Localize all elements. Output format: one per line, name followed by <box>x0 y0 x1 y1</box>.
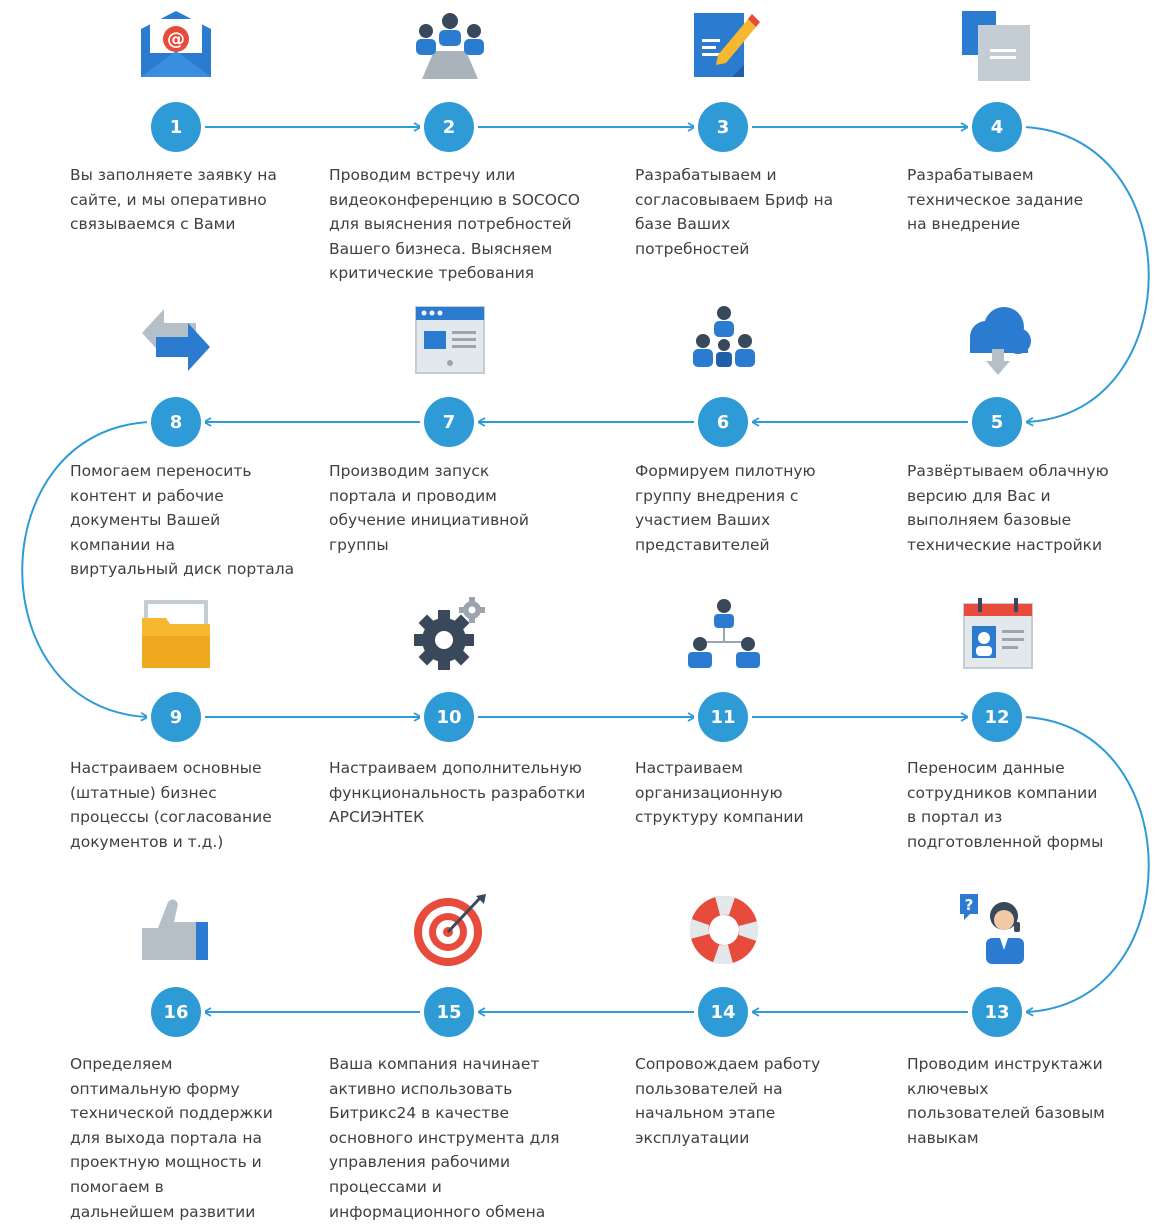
team-icon <box>693 306 755 367</box>
step-2-number: 2 <box>424 102 474 152</box>
step-7-text: Производим запуск портала и проводим обу… <box>329 462 529 554</box>
step-12-number: 12 <box>972 692 1022 742</box>
step-16-number: 16 <box>151 987 201 1037</box>
svg-text:@: @ <box>167 29 185 50</box>
step-11-number: 11 <box>698 692 748 742</box>
step-8-number: 8 <box>151 397 201 447</box>
gears-icon <box>414 597 485 670</box>
step-9-number: 9 <box>151 692 201 742</box>
step-12-text: Переносим данные сотрудников компании в … <box>907 759 1104 851</box>
step-16-text: Определяем оптимальную форму технической… <box>70 1055 273 1221</box>
step-5-text: Развёртываем облачную версию для Вас и в… <box>907 462 1109 554</box>
envelope-icon: @ <box>141 11 211 77</box>
contact-card-icon <box>963 598 1033 669</box>
connector-8-9 <box>21 421 151 722</box>
browser-window-icon <box>415 306 485 374</box>
step-8-text: Помогаем переносить контент и рабочие до… <box>70 462 295 579</box>
step-11-text: Настраиваем организационную структуру ко… <box>635 759 804 827</box>
connector-12-13 <box>1023 716 1150 1017</box>
document-edit-icon <box>694 13 760 77</box>
org-structure-icon <box>688 599 760 668</box>
step-15-text: Ваша компания начинает активно использов… <box>329 1055 560 1221</box>
step-10-number: 10 <box>424 692 474 742</box>
step-7-number: 7 <box>424 397 474 447</box>
svg-text:?: ? <box>965 896 974 914</box>
step-6-number: 6 <box>698 397 748 447</box>
step-9-text: Настраиваем основные (штатные) бизнес пр… <box>70 759 272 851</box>
support-agent-icon: ? <box>960 894 1024 964</box>
sync-arrows-icon <box>142 309 210 371</box>
step-5-number: 5 <box>972 397 1022 447</box>
step-2-text: Проводим встречу или видеоконференцию в … <box>329 166 580 283</box>
step-3-number: 3 <box>698 102 748 152</box>
step-1-number: 1 <box>151 102 201 152</box>
step-4-text: Разрабатываем техническое задание на вне… <box>907 166 1084 234</box>
thumbs-up-icon <box>142 899 208 960</box>
target-icon <box>414 894 486 966</box>
cloud-download-icon <box>970 307 1031 375</box>
folder-icon <box>142 600 210 668</box>
step-13-number: 13 <box>972 987 1022 1037</box>
meeting-icon <box>416 13 484 79</box>
step-3-text: Разрабатываем и согласовываем Бриф на ба… <box>635 166 834 258</box>
step-1-text: Вы заполняете заявку на сайте, и мы опер… <box>70 166 277 234</box>
step-14-text: Сопровождаем работу пользователей на нач… <box>635 1055 821 1147</box>
connector-4-5 <box>1023 126 1150 427</box>
step-10-text: Настраиваем дополнительную функционально… <box>329 759 586 827</box>
copy-documents-icon <box>962 11 1030 81</box>
step-15-number: 15 <box>424 987 474 1037</box>
step-14-number: 14 <box>698 987 748 1037</box>
step-6-text: Формируем пилотную группу внедрения с уч… <box>635 462 816 554</box>
step-4-number: 4 <box>972 102 1022 152</box>
lifebuoy-icon <box>689 895 759 965</box>
step-13-text: Проводим инструктажи ключевых пользовате… <box>907 1055 1105 1147</box>
